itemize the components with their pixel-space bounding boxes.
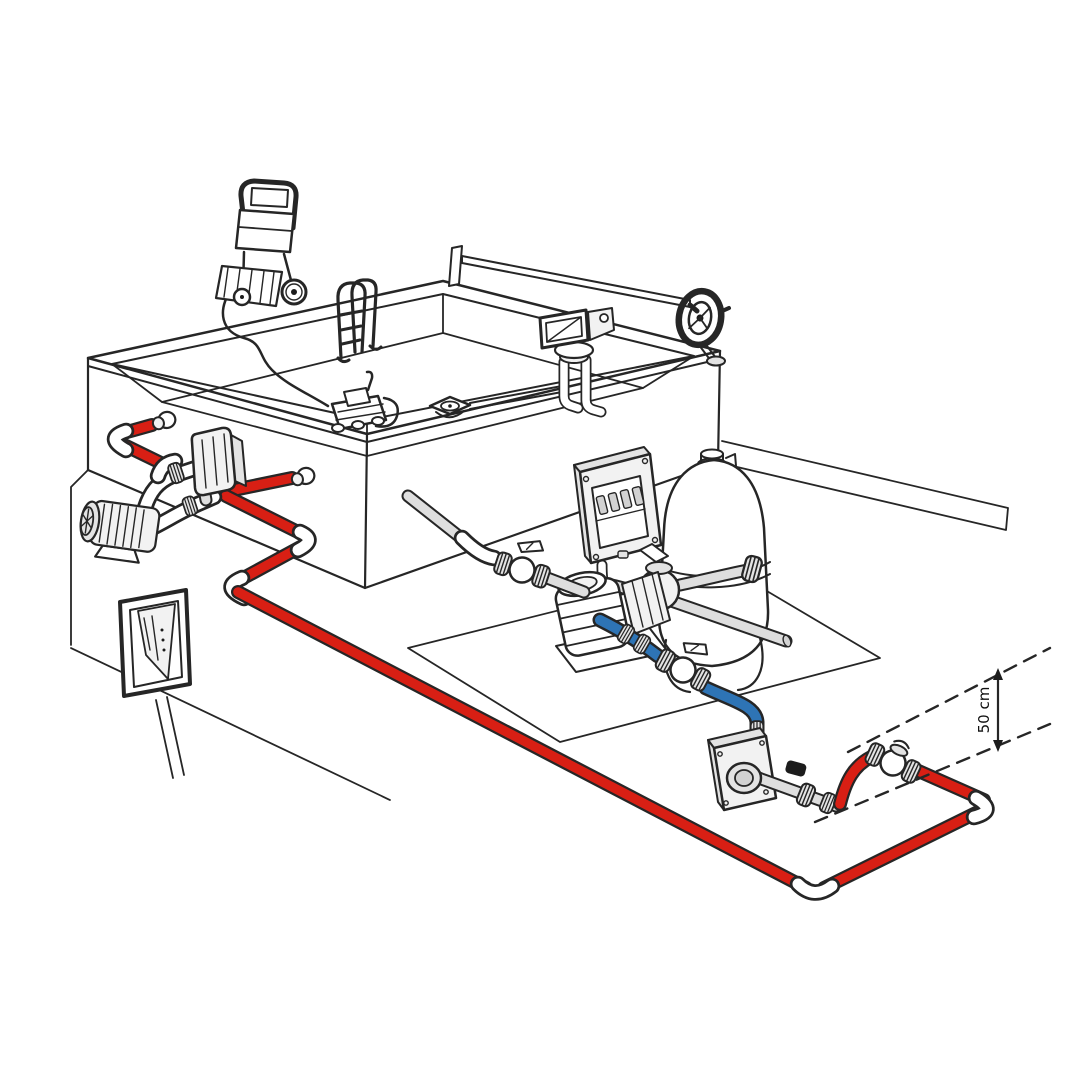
- reel-crank-knob: [718, 306, 731, 314]
- blue-return-line: [592, 612, 765, 752]
- trolley-body: [234, 208, 296, 254]
- reel-post: [448, 245, 463, 287]
- counter-current-housing: [190, 426, 247, 497]
- cleaner-trolley: [214, 178, 308, 308]
- height-dimension: 50 cm: [813, 646, 1052, 824]
- ladder-rungs: [338, 309, 364, 346]
- pool-ladder: [336, 278, 383, 364]
- cleaner-hoop: [374, 396, 399, 428]
- wall-nozzle: [151, 410, 177, 431]
- trolley-handle: [238, 178, 299, 243]
- breaker-switches: [595, 486, 645, 515]
- cleaner-handle: [365, 370, 374, 392]
- underwater-light-niche: [118, 588, 192, 698]
- water-level-dashed-line: [813, 722, 1052, 824]
- dimension-label: 50 cm: [975, 687, 993, 734]
- trolley-basket: [214, 264, 284, 308]
- cover-reel: [448, 245, 731, 367]
- check-valve: [863, 730, 927, 785]
- red-return-piping: [231, 585, 995, 901]
- counter-current-unit: [79, 410, 317, 607]
- reel-handwheel: [675, 287, 725, 349]
- skimmer: [538, 307, 615, 418]
- pool-cleaner: [330, 370, 399, 433]
- counter-current-pump: [79, 499, 161, 564]
- water-level-dashed-line: [846, 646, 1052, 754]
- tank-lid: [700, 448, 724, 460]
- suction-line: [401, 489, 591, 599]
- light-conduit: [155, 696, 185, 779]
- drain-pipe: [469, 385, 563, 410]
- main-drain: [428, 385, 563, 419]
- bleed-knob: [785, 760, 807, 777]
- multiport-handle: [639, 543, 669, 563]
- wall-nozzle: [290, 466, 316, 487]
- heat-exchanger: [707, 727, 843, 816]
- pump-strainer-pot: [554, 577, 630, 657]
- cleaner-hose: [221, 286, 330, 408]
- pool-rim: [86, 279, 722, 436]
